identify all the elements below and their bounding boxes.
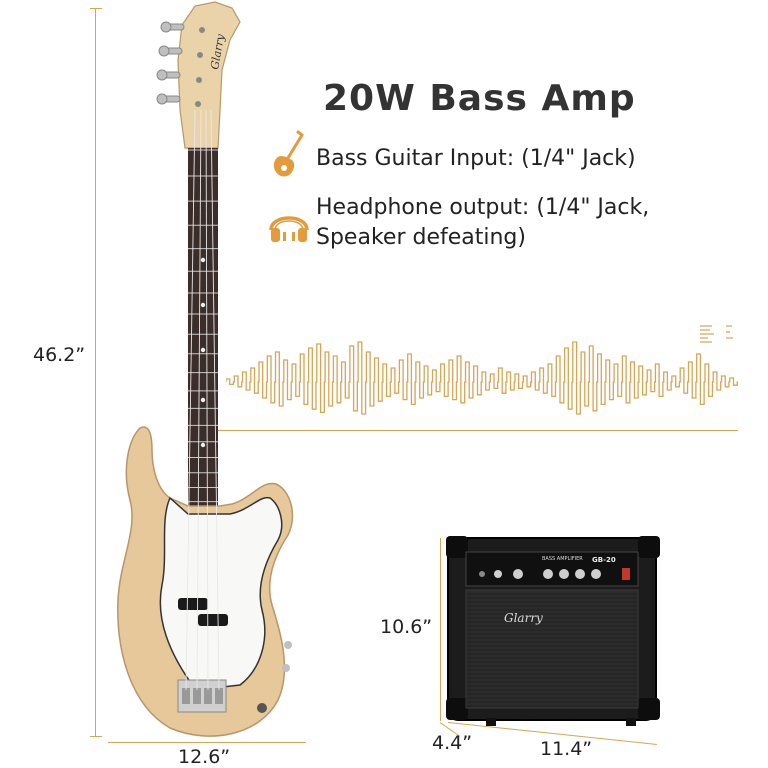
guitar-height-tick-bottom [90,736,102,737]
fretboard [188,148,218,508]
page-title: 20W Bass Amp [323,78,636,119]
amp-height-label: 10.6” [380,616,433,638]
amp-depth-label: 4.4” [432,732,473,754]
feature-headphone-line2: Speaker defeating) [316,225,526,250]
waveform-path [226,341,738,415]
amp-control-panel [465,551,639,587]
headphone-icon [269,216,309,242]
horizontal-guide-line [210,430,738,431]
feature-headphone-output: Headphone output: (1/4" Jack, Speaker de… [316,193,649,253]
waveform-small-icon [700,325,733,343]
guitar-height-line [95,8,96,736]
amp-model-text: GB-20 [592,556,616,564]
feature-bass-input: Bass Guitar Input: (1/4" Jack) [316,146,636,171]
guitar-height-tick-top [90,8,102,9]
guitar-width-line [108,742,306,743]
bass-amp-image: BASS AMPLIFIER GB-20 Glarry [446,536,660,726]
amp-brand-logo: Glarry [504,611,543,625]
amp-panel-heading: BASS AMPLIFIER [542,556,583,562]
output-jack [257,703,267,713]
amp-power-switch [622,568,630,580]
amp-height-line [440,538,441,721]
pickup-1 [178,598,208,610]
headstock [177,1,241,149]
amp-width-label: 11.4” [540,738,593,760]
guitar-height-label: 46.2” [33,344,86,366]
sound-waveform [226,341,738,415]
bass-guitar-image: Glarry [117,1,294,737]
headstock-brand-text: Glarry [208,32,227,70]
pickguard [159,496,283,691]
feature-headphone-line1: Headphone output: (1/4" Jack, [316,195,650,220]
pickup-2 [198,614,228,626]
guitar-width-label: 12.6” [178,746,231,768]
bass-guitar-icon [273,130,304,177]
